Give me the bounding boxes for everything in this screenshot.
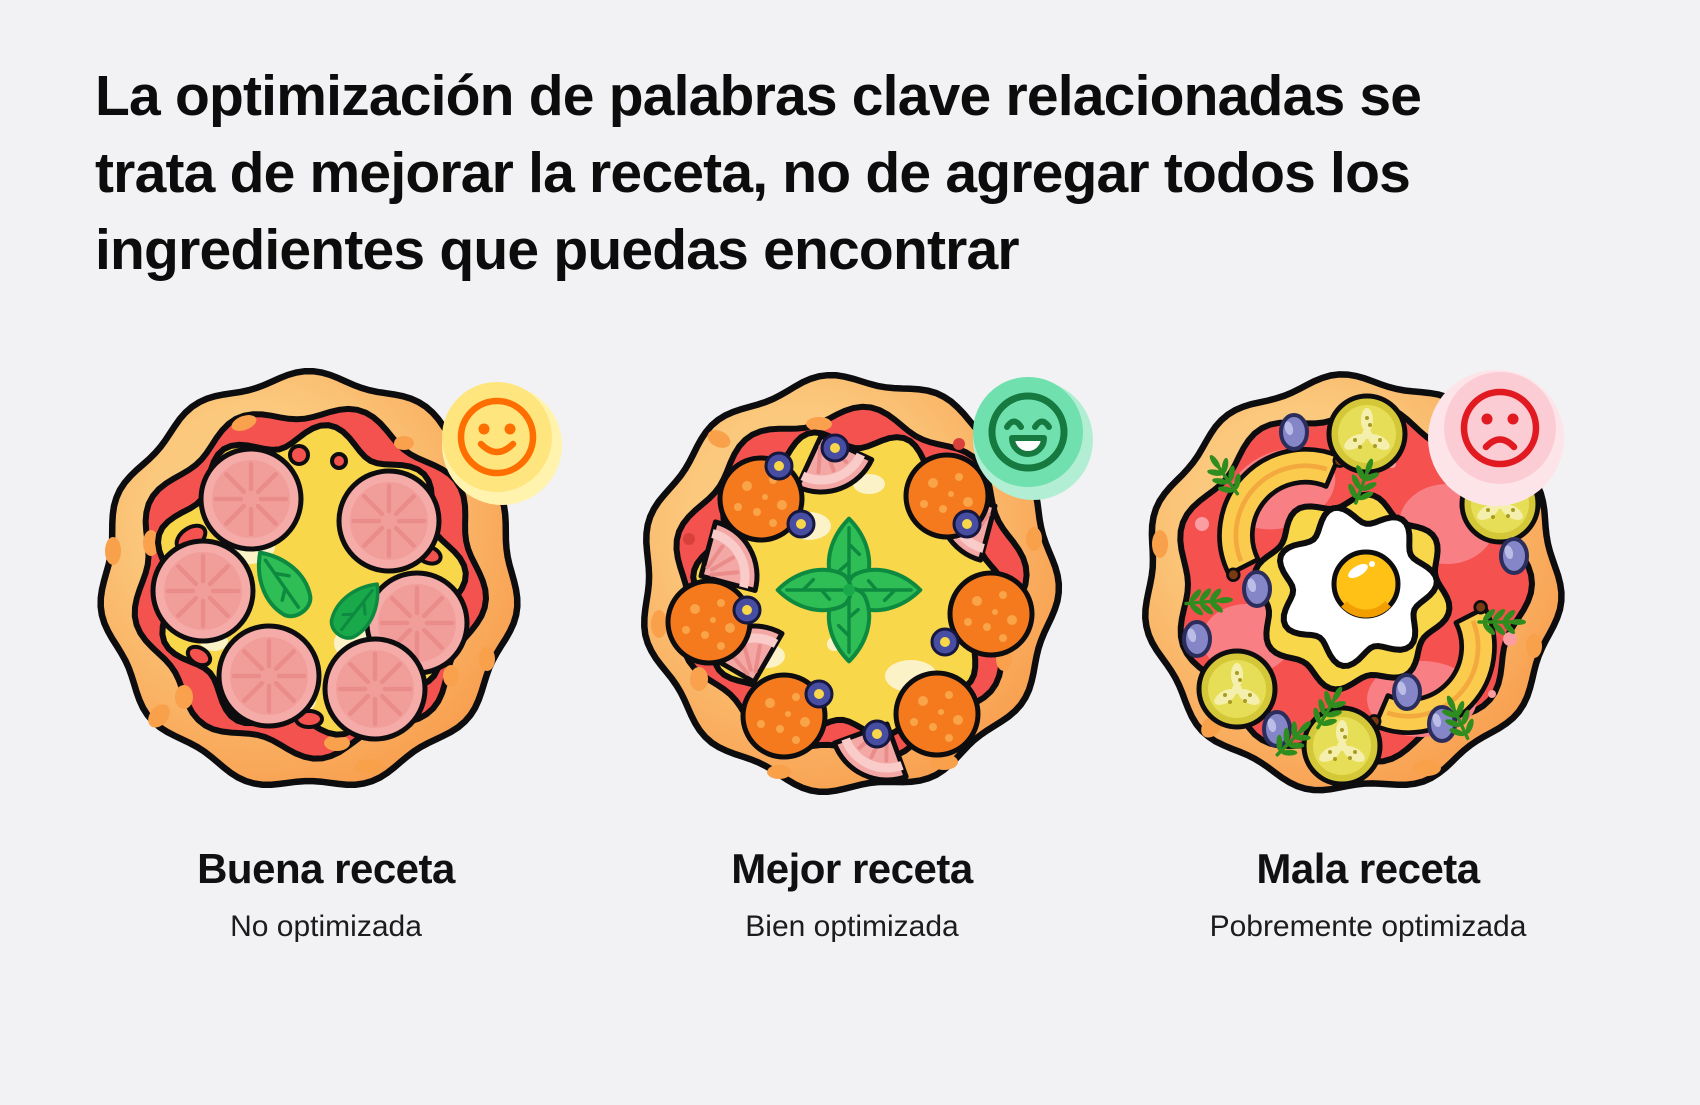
salami-icon	[339, 471, 439, 571]
grape-icon	[1392, 673, 1422, 711]
laughing-face-icon	[988, 392, 1068, 472]
grape-icon	[1499, 537, 1529, 575]
caption-bad-recipe: Mala receta Pobremente optimizada	[1068, 843, 1668, 945]
cucumber-icon	[1199, 651, 1275, 727]
pizza-good-recipe	[97, 367, 521, 788]
caption-good-recipe: Buena receta No optimizada	[26, 843, 626, 945]
recipe-label: Mejor receta	[731, 845, 973, 892]
better-laughing-badge	[973, 377, 1093, 500]
page-title: La optimización de palabras clave relaci…	[95, 58, 1422, 289]
pepperoni-icon	[896, 673, 978, 755]
headline-line-3: ingredientes que puedas encontrar	[95, 218, 1020, 282]
cucumber-icon	[1329, 396, 1405, 472]
grape-icon	[1242, 570, 1272, 608]
recipe-sublabel: Bien optimizada	[745, 910, 959, 943]
pizza-illustrations	[97, 367, 1565, 820]
caption-better-recipe: Mejor receta Bien optimizada	[552, 843, 1152, 945]
recipe-sublabel: Pobremente optimizada	[1209, 910, 1527, 943]
salami-icon	[325, 639, 425, 739]
recipe-label: Mala receta	[1256, 845, 1480, 892]
olive-icon	[862, 719, 892, 749]
olive-icon	[930, 627, 960, 657]
recipe-label: Buena receta	[197, 845, 455, 892]
olive-icon	[952, 509, 982, 539]
olive-icon	[804, 679, 834, 709]
crust-blisters	[651, 430, 1042, 779]
bad-sad-badge	[1428, 370, 1564, 506]
pepperoni-icon	[950, 573, 1032, 655]
grape-icon	[1182, 620, 1212, 658]
headline-line-2: trata de mejorar la receta, no de agrega…	[95, 141, 1411, 205]
olive-icon	[786, 509, 816, 539]
smiley-face-icon	[457, 397, 537, 477]
grape-icon	[1279, 413, 1309, 451]
fried-egg	[1251, 491, 1453, 693]
sad-face-icon	[1460, 388, 1540, 468]
salami-icon	[153, 541, 253, 641]
headline-line-1: La optimización de palabras clave relaci…	[95, 64, 1422, 128]
good-smiley-badge	[442, 382, 562, 505]
egg-yolk	[1331, 549, 1401, 619]
basil-cross	[778, 519, 921, 662]
olive-icon	[820, 433, 850, 463]
sauce-blobs	[143, 415, 459, 751]
pizza-better-recipe	[641, 371, 1063, 796]
olive-icon	[764, 451, 794, 481]
pepperoni-icon	[668, 581, 750, 663]
salami-icon	[201, 449, 301, 549]
olive-icon	[732, 595, 762, 625]
recipe-sublabel: No optimizada	[230, 910, 422, 943]
salami-icon	[219, 626, 319, 726]
